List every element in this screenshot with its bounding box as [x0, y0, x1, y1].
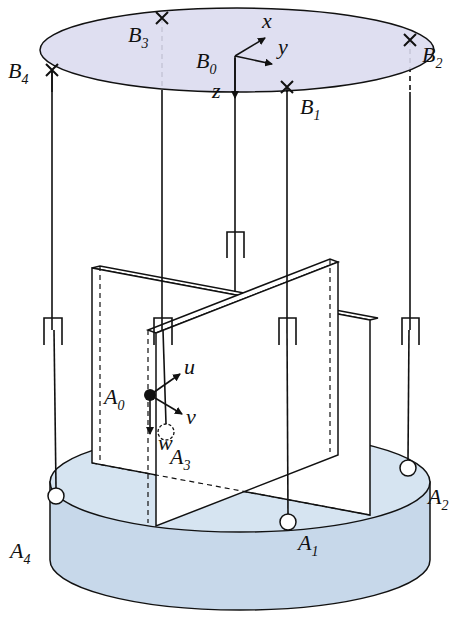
point-label: B4: [8, 60, 28, 82]
point-label: A0: [104, 386, 124, 408]
point-label: A4: [10, 540, 30, 562]
point-label: z: [212, 80, 221, 102]
point-label: B0: [196, 50, 216, 72]
point-label: A2: [428, 486, 448, 508]
point-label: x: [262, 10, 272, 32]
point-label: u: [184, 356, 195, 378]
point-label: A3: [170, 446, 190, 468]
point-label: A1: [298, 532, 318, 554]
point-label: v: [186, 406, 196, 428]
point-label: y: [278, 36, 288, 58]
point-label: B2: [422, 44, 442, 66]
point-label: B3: [128, 24, 148, 46]
point-label: B1: [300, 96, 320, 118]
